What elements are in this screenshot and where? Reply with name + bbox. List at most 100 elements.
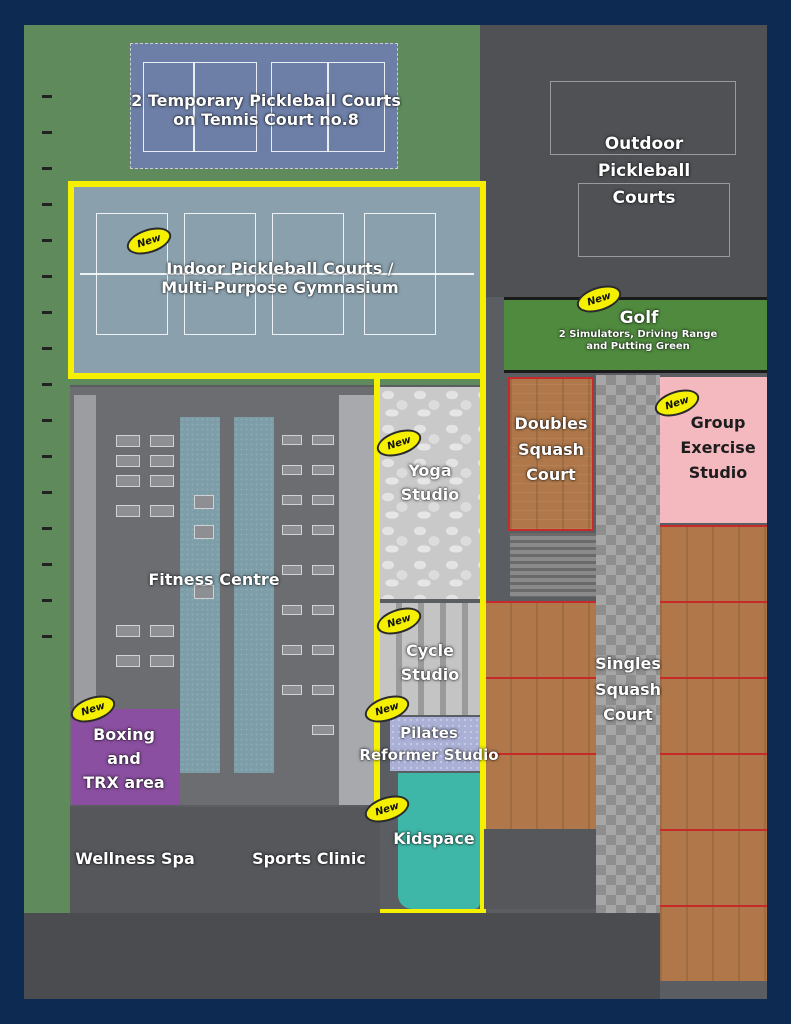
equipment bbox=[116, 655, 140, 667]
label-line: Courts bbox=[612, 188, 676, 209]
label-line: Squash bbox=[517, 439, 585, 459]
yoga-label: Yoga Studio bbox=[380, 459, 480, 507]
wellness-spa-label: Wellness Spa bbox=[75, 849, 195, 868]
sports-clinic-label: Sports Clinic bbox=[252, 849, 366, 868]
label-line: Indoor Pickleball Courts / bbox=[166, 259, 394, 278]
label-line: 2 Temporary Pickleball Courts bbox=[131, 91, 401, 110]
bottom-corridor bbox=[24, 913, 660, 999]
court-lines bbox=[80, 273, 474, 275]
cycle-label: Cycle Studio bbox=[380, 639, 480, 687]
label-line: Multi-Purpose Gymnasium bbox=[161, 278, 399, 298]
court-lines bbox=[193, 62, 195, 152]
equipment bbox=[116, 455, 140, 467]
label-line: Group bbox=[690, 413, 746, 432]
equipment bbox=[282, 685, 302, 695]
equipment bbox=[282, 605, 302, 615]
outdoor-court-outline bbox=[550, 81, 736, 155]
fitness-centre-label: Fitness Centre bbox=[148, 570, 280, 589]
group-exercise-label: Group Exercise Studio bbox=[664, 411, 767, 485]
equipment bbox=[282, 435, 302, 445]
label-line: Yoga bbox=[408, 461, 452, 480]
equipment bbox=[194, 585, 214, 599]
label-line: Doubles bbox=[514, 414, 588, 433]
equipment bbox=[282, 645, 302, 655]
golf-description: 2 Simulators, Driving Range and Putting … bbox=[528, 329, 748, 353]
label-line: Court bbox=[603, 705, 653, 725]
equipment bbox=[312, 605, 334, 615]
golf-title: Golf bbox=[619, 308, 659, 328]
equipment bbox=[150, 455, 174, 467]
lower-rooms bbox=[70, 807, 380, 913]
label-line: Squash bbox=[594, 679, 662, 699]
singles-squash-courts-left bbox=[484, 601, 596, 829]
indoor-pickleball-label: Indoor Pickleball Courts / Multi-Purpose… bbox=[130, 259, 430, 297]
equipment bbox=[150, 435, 174, 447]
outdoor-pickleball-label: Outdoor Pickleball Courts bbox=[570, 131, 718, 213]
equipment bbox=[282, 525, 302, 535]
equipment bbox=[312, 525, 334, 535]
label-line: on Tennis Court no.8 bbox=[173, 110, 359, 130]
equipment bbox=[312, 685, 334, 695]
equipment-column bbox=[74, 395, 96, 735]
equipment bbox=[312, 435, 334, 445]
label-line: Pilates bbox=[400, 724, 458, 742]
singles-squash-label: Singles Squash Court bbox=[580, 651, 676, 728]
label-line: and Putting Green bbox=[586, 341, 690, 352]
service-rooms bbox=[484, 829, 596, 909]
equipment bbox=[312, 645, 334, 655]
label-line: and bbox=[107, 749, 141, 768]
label-line: Studio bbox=[400, 485, 460, 504]
facility-map: 2 Temporary Pickleball Courts on Tennis … bbox=[24, 25, 767, 999]
boxing-label: Boxing and TRX area bbox=[72, 723, 176, 795]
equipment bbox=[116, 435, 140, 447]
label-line: Reformer Studio bbox=[359, 745, 499, 764]
label-line: Studio bbox=[688, 462, 748, 482]
label-line: Outdoor bbox=[604, 134, 684, 154]
equipment-column bbox=[339, 395, 375, 805]
kidspace-label: Kidspace bbox=[393, 829, 475, 848]
label-line: Studio bbox=[400, 665, 460, 684]
equipment bbox=[150, 625, 174, 637]
boxing-trx-area bbox=[72, 709, 180, 805]
equipment bbox=[312, 725, 334, 735]
temporary-pickleball-label: 2 Temporary Pickleball Courts on Tennis … bbox=[116, 91, 416, 129]
pilates-label: Pilates Reformer Studio bbox=[354, 723, 504, 767]
equipment bbox=[312, 495, 334, 505]
temporary-pickleball-courts bbox=[130, 43, 398, 169]
golf-area bbox=[504, 297, 767, 373]
equipment bbox=[312, 565, 334, 575]
label-line: Boxing bbox=[93, 725, 155, 744]
doubles-squash-court bbox=[508, 377, 594, 531]
highlight-column bbox=[374, 379, 486, 915]
stairs bbox=[510, 533, 596, 597]
pilates-studio bbox=[390, 717, 480, 771]
label-line: Cycle bbox=[406, 641, 454, 660]
kidspace bbox=[398, 773, 480, 909]
equipment bbox=[116, 505, 140, 517]
label-line: TRX area bbox=[83, 773, 165, 792]
equipment bbox=[282, 565, 302, 575]
indoor-pickleball-gym bbox=[68, 181, 486, 379]
label-line: Exercise bbox=[680, 437, 756, 457]
equipment bbox=[282, 495, 302, 505]
doubles-squash-label: Doubles Squash Court bbox=[508, 411, 594, 488]
equipment bbox=[150, 655, 174, 667]
label-line: 2 Simulators, Driving Range bbox=[558, 329, 718, 340]
equipment bbox=[194, 525, 214, 539]
yoga-studio bbox=[380, 387, 480, 599]
equipment bbox=[150, 505, 174, 517]
court-lines bbox=[327, 62, 329, 152]
equipment bbox=[282, 465, 302, 475]
equipment bbox=[194, 495, 214, 509]
equipment bbox=[150, 475, 174, 487]
equipment bbox=[312, 465, 334, 475]
equipment bbox=[116, 625, 140, 637]
label-line: Pickleball bbox=[597, 161, 691, 182]
corridor bbox=[596, 375, 660, 975]
court-lines bbox=[143, 62, 257, 152]
turf-strip bbox=[234, 417, 274, 773]
outdoor-court-outline bbox=[578, 183, 730, 257]
outdoor-lot bbox=[480, 25, 767, 297]
singles-squash-courts-right bbox=[660, 525, 767, 981]
equipment bbox=[116, 475, 140, 487]
